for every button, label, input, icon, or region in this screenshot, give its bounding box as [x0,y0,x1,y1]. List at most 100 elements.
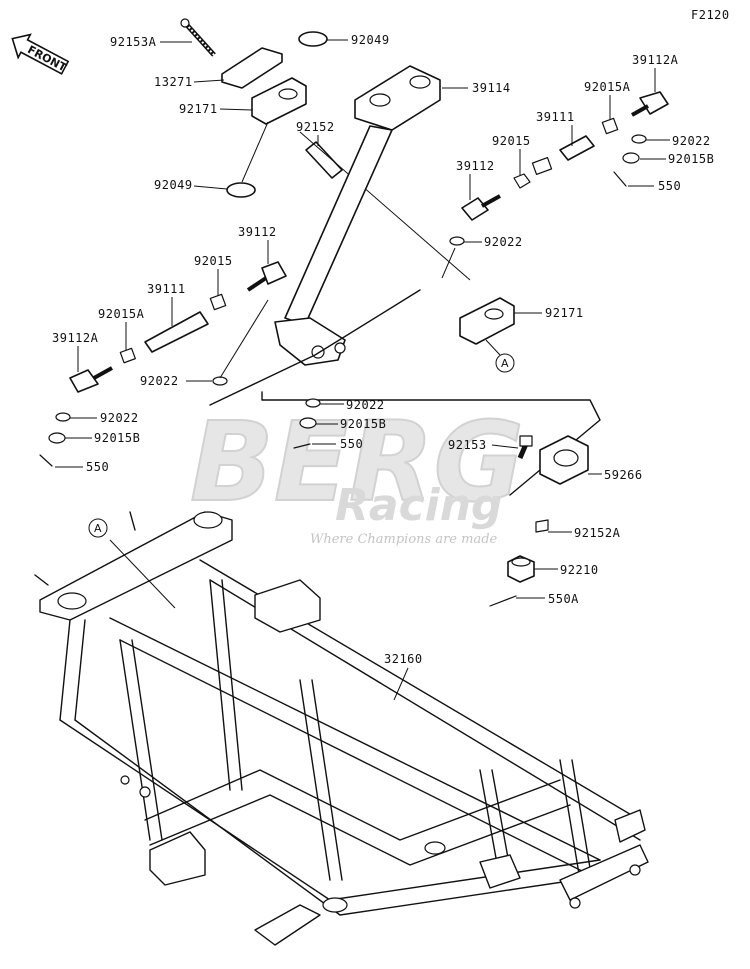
collar-92152A-icon [535,519,549,533]
ref-marker-right [495,353,515,373]
callout-39112A-left: 39112A [52,331,99,372]
svg-text:550: 550 [340,437,363,451]
svg-text:39111: 39111 [536,110,575,124]
callout-92171-top: 92171 [179,102,253,116]
callout-92049-top: 92049 [327,33,390,47]
guide-line [441,247,456,279]
nut-92210-icon [507,555,535,583]
ref-marker-right-text: A [501,357,509,370]
guide-line [299,131,471,281]
svg-text:92015B: 92015B [668,152,714,166]
callout-39112-right: 39112 [456,159,494,200]
svg-text:92015A: 92015A [98,307,145,321]
svg-text:550: 550 [658,179,681,193]
callout-92210: 92210 [534,563,599,577]
callout-92015B-center: 92015B [316,417,386,431]
svg-text:39112: 39112 [238,225,277,239]
svg-text:39114: 39114 [472,81,511,95]
washer-92022-center-icon [305,398,321,408]
svg-text:92210: 92210 [560,563,599,577]
pin-550A-icon [489,595,517,607]
bushing-92152-icon [305,141,343,179]
svg-text:92152A: 92152A [574,526,621,540]
svg-text:550A: 550A [548,592,579,606]
callout-92152: 92152 [296,120,335,146]
guide-line [485,339,501,356]
callout-13271: 13271 [154,75,225,89]
svg-text:92015: 92015 [194,254,233,268]
callout-92022-center: 92022 [320,398,384,412]
callout-39114: 39114 [442,81,511,95]
figure-code: F2120 [691,8,730,22]
svg-text:92153A: 92153A [110,35,157,49]
svg-text:92022: 92022 [100,411,139,425]
callout-92152A: 92152A [548,526,621,540]
callout-550-center: 550 [312,437,363,451]
callout-92015B-right: 92015B [640,152,714,166]
watermark-tagline: Where Champions are made [310,532,498,547]
guide-line [209,289,421,406]
front-arrow-icon: FRONT [11,33,70,75]
guide-line [219,299,269,379]
watermark: BERG Racing Where Champions are made [189,397,525,547]
svg-text:92022: 92022 [672,134,711,148]
svg-text:13271: 13271 [154,75,193,89]
svg-text:550: 550 [86,460,109,474]
svg-text:39112A: 39112A [52,331,99,345]
callout-92015-left: 92015 [194,254,233,296]
nut-92015B-center-icon [299,417,317,429]
svg-text:92153: 92153 [448,438,487,452]
guide-line [109,539,176,609]
guide-line [241,121,269,183]
callout-92015-right: 92015 [492,134,531,176]
svg-text:32160: 32160 [384,652,423,666]
callout-550-right: 550 [628,179,681,193]
svg-text:92022: 92022 [484,235,523,249]
callout-39111-left: 39111 [147,282,186,326]
callout-550A: 550A [516,592,579,606]
callout-32160: 32160 [384,652,423,701]
bracket-59266-icon [517,435,589,485]
svg-text:92015: 92015 [492,134,531,148]
callout-92049-bottom: 92049 [154,178,228,192]
svg-text:92171: 92171 [179,102,218,116]
svg-text:92152: 92152 [296,120,335,134]
bolt-92153A-icon [180,18,216,57]
svg-text:92015B: 92015B [340,417,386,431]
callout-92015A-left: 92015A [98,307,145,350]
clamp-92171-right-icon [459,297,515,345]
ref-marker-left-text: A [94,522,102,535]
svg-text:39112A: 39112A [632,53,679,67]
svg-text:59266: 59266 [604,468,643,482]
svg-text:92049: 92049 [351,33,390,47]
clamp-hole-icon [278,88,298,100]
frame-32160-icon [34,511,649,946]
svg-text:92171: 92171 [545,306,584,320]
steering-shaft-39114-icon [274,65,441,366]
pin-550-center-icon [293,443,311,449]
tie-rod-left-icon [39,261,287,467]
svg-text:39111: 39111 [147,282,186,296]
watermark-sub: Racing [335,480,503,531]
guide-line [261,391,601,496]
watermark-brand: BERG [190,398,524,526]
callout-92022-right-mid: 92022 [464,235,523,249]
clamp-hole-icon [484,308,504,320]
plate-13271-icon [221,47,283,89]
callout-550-left: 550 [55,460,109,474]
oring-92049-top-icon [298,31,328,47]
callout-39111-right: 39111 [536,110,575,146]
callout-39112A-right: 39112A [632,53,679,92]
callout-59266: 59266 [588,468,643,482]
callout-92022-left-mid: 92022 [140,374,212,388]
callout-92022-left-low: 92022 [70,411,139,425]
callout-92171-right: 92171 [514,306,584,320]
ref-marker-left [88,518,108,538]
callout-92015A-right: 92015A [584,80,631,120]
svg-text:92022: 92022 [140,374,179,388]
clamp-92171-top-icon [251,77,307,125]
callout-92015B-left: 92015B [65,431,140,445]
svg-text:92015A: 92015A [584,80,631,94]
